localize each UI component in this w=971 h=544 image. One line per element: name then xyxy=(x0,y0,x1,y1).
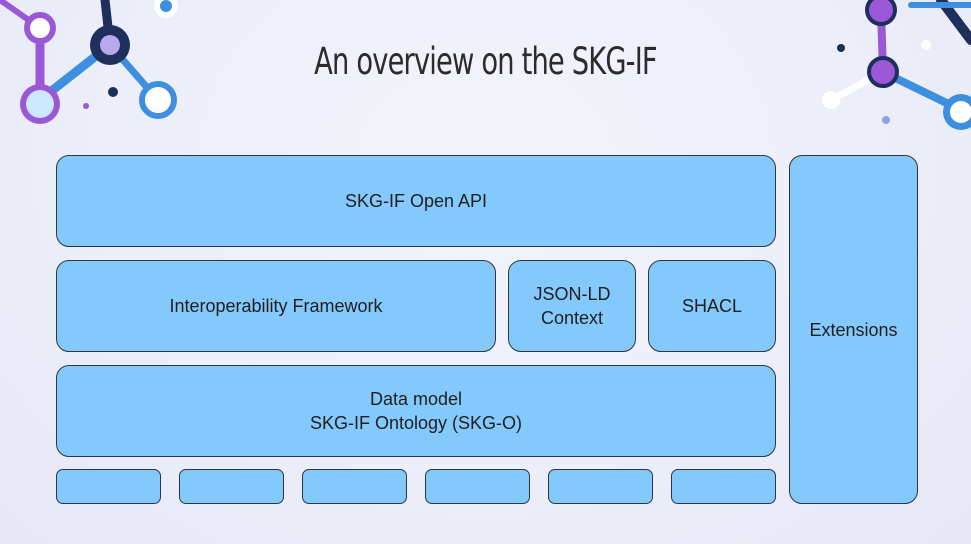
module-box-3 xyxy=(302,469,407,504)
shacl-label: SHACL xyxy=(681,296,743,316)
extensions-label: Extensions xyxy=(809,319,898,340)
jsonld-label-line-1: JSON-LD xyxy=(533,284,611,304)
molecule-decoration-left xyxy=(0,0,178,124)
shacl-box: SHACL xyxy=(648,260,776,352)
module-box-2 xyxy=(179,469,284,504)
module-box-5 xyxy=(548,469,653,504)
interoperability-framework-label: Interoperability Framework xyxy=(169,296,383,316)
data-model-label-line-1: Data model xyxy=(369,389,463,409)
open-api-label: SKG-IF Open API xyxy=(344,191,488,211)
slide-title: An overview on the SKG-IF xyxy=(314,40,657,83)
module-box-4 xyxy=(425,469,530,504)
interoperability-framework-layer: Interoperability Framework xyxy=(56,260,496,352)
jsonld-label-line-2: Context xyxy=(540,308,604,328)
data-model-layer: Data model SKG-IF Ontology (SKG-O) xyxy=(56,365,776,457)
module-box-1 xyxy=(56,469,161,504)
open-api-layer: SKG-IF Open API xyxy=(56,155,776,247)
extensions-column: Extensions xyxy=(789,155,918,504)
jsonld-context-box: JSON-LD Context xyxy=(508,260,636,352)
data-model-label-line-2: SKG-IF Ontology (SKG-O) xyxy=(309,413,523,433)
molecule-decoration-right xyxy=(822,0,971,130)
module-box-6 xyxy=(671,469,776,504)
